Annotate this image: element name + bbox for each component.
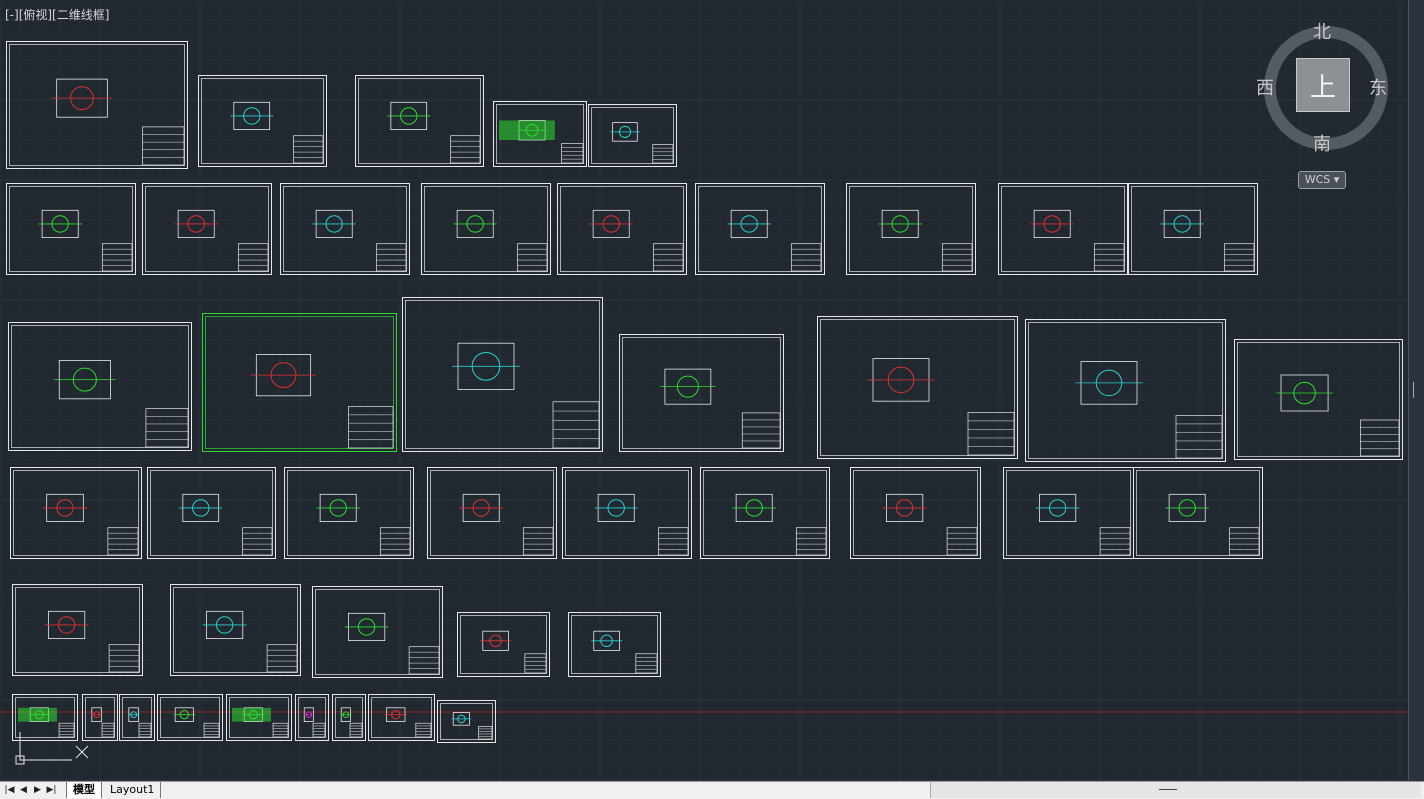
wcs-menu-button[interactable]: WCS ▾	[1298, 171, 1346, 189]
drawing-sheet[interactable]	[147, 467, 276, 559]
drawing-sheet[interactable]	[817, 316, 1018, 459]
prev-tab-button[interactable]: ◀	[20, 785, 27, 795]
drawing-sheet[interactable]	[457, 612, 550, 677]
drawing-sheet[interactable]	[998, 183, 1128, 275]
drawing-sheet[interactable]	[295, 694, 329, 741]
next-tab-button[interactable]: ▶	[34, 785, 41, 795]
drawing-sheet[interactable]	[850, 467, 981, 559]
drawing-sheet[interactable]	[700, 467, 830, 559]
drawing-sheet[interactable]	[6, 41, 188, 169]
drawing-sheet[interactable]	[421, 183, 551, 275]
drawing-sheet[interactable]	[157, 694, 223, 741]
drawing-sheet[interactable]	[427, 467, 557, 559]
drawing-sheets-layer[interactable]	[0, 0, 1408, 780]
vertical-scrollbar[interactable]	[1409, 0, 1424, 780]
compass-south[interactable]: 南	[1313, 134, 1331, 155]
drawing-sheet[interactable]	[1133, 467, 1263, 559]
drawing-sheet[interactable]	[619, 334, 784, 452]
drawing-sheet[interactable]	[6, 183, 136, 275]
drawing-sheet[interactable]	[588, 104, 677, 167]
drawing-sheet[interactable]	[280, 183, 410, 275]
chevron-down-icon: ▾	[1333, 173, 1340, 186]
viewcube[interactable]: 上 北 南 东 西	[1256, 18, 1388, 155]
tab-layout1[interactable]: Layout1	[104, 782, 162, 798]
drawing-sheet[interactable]	[198, 75, 327, 167]
drawing-sheet[interactable]	[8, 322, 192, 451]
drawing-grid	[0, 0, 1408, 780]
drawing-sheet[interactable]	[119, 694, 155, 741]
drawing-sheet[interactable]	[437, 700, 496, 743]
tab-model[interactable]: 模型	[66, 782, 102, 798]
model-space-viewport[interactable]: [-][俯视][二维线框] 上 北 南 东 西 WCS ▾	[0, 0, 1409, 780]
drawing-sheet[interactable]	[312, 586, 443, 678]
drawing-sheet[interactable]	[332, 694, 366, 741]
drawing-sheet[interactable]	[170, 584, 301, 676]
drawing-sheet[interactable]	[1025, 319, 1226, 462]
drawing-sheet[interactable]	[355, 75, 484, 167]
compass-west[interactable]: 西	[1256, 78, 1274, 99]
drawing-sheet[interactable]	[368, 694, 435, 741]
drawing-sheet[interactable]	[12, 584, 143, 676]
drawing-sheet[interactable]	[568, 612, 661, 677]
drawing-sheet[interactable]	[695, 183, 825, 275]
vertical-scroll-thumb[interactable]	[1413, 382, 1414, 398]
drawing-sheet[interactable]	[562, 467, 692, 559]
view-controls-label[interactable]: [-][俯视][二维线框]	[5, 8, 110, 22]
horizontal-scroll-thumb[interactable]	[1159, 789, 1177, 790]
horizontal-scrollbar[interactable]	[930, 782, 1421, 798]
drawing-sheet[interactable]	[226, 694, 292, 741]
wcs-label: WCS	[1304, 173, 1331, 186]
last-tab-button[interactable]: ▶|	[46, 785, 57, 795]
compass-east[interactable]: 东	[1369, 78, 1387, 99]
drawing-sheet[interactable]	[82, 694, 118, 741]
first-tab-button[interactable]: |◀	[4, 785, 15, 795]
drawing-sheet[interactable]	[284, 467, 414, 559]
ucs-icon	[15, 732, 89, 765]
compass-north[interactable]: 北	[1313, 22, 1331, 43]
drawing-sheet[interactable]	[202, 313, 397, 452]
drawing-sheet[interactable]	[1128, 183, 1258, 275]
drawing-sheet[interactable]	[142, 183, 272, 275]
drawing-sheet[interactable]	[846, 183, 976, 275]
drawing-sheet[interactable]	[10, 467, 142, 559]
drawing-sheet[interactable]	[12, 694, 78, 741]
drawing-sheet[interactable]	[402, 297, 603, 452]
drawing-sheet[interactable]	[1234, 339, 1403, 460]
layout-tab-bar: |◀ ◀ ▶ ▶| 模型 Layout1	[0, 781, 1424, 799]
viewcube-top-face[interactable]: 上	[1296, 58, 1350, 112]
drawing-sheet[interactable]	[493, 101, 587, 167]
drawing-sheet[interactable]	[557, 183, 687, 275]
drawing-sheet[interactable]	[1003, 467, 1134, 559]
